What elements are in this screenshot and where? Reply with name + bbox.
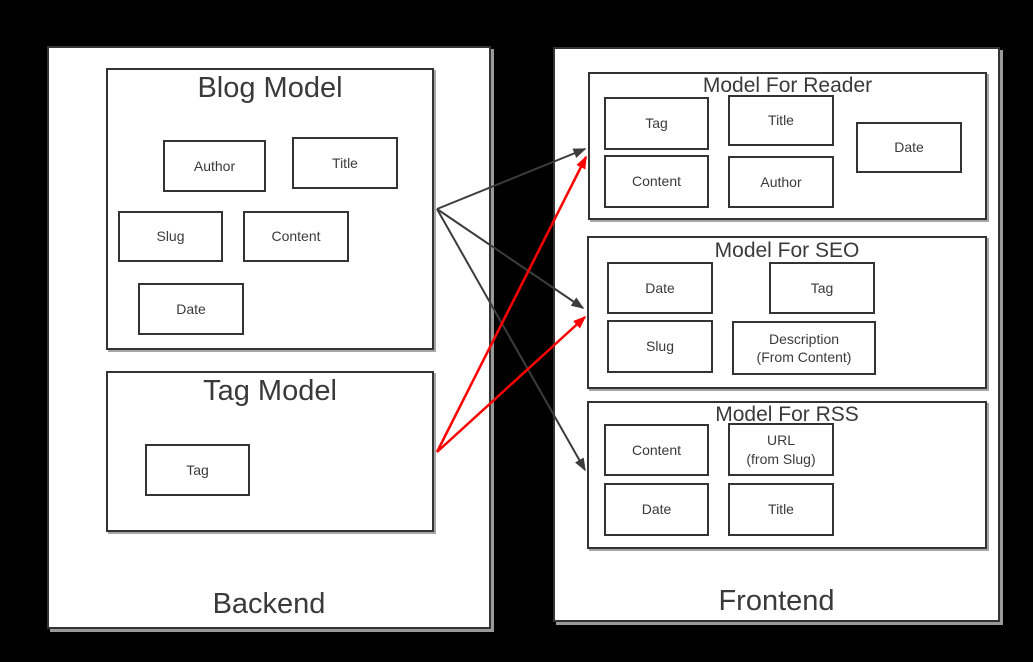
frontend-label: Frontend — [718, 585, 835, 617]
seo-field-date: Date — [607, 262, 713, 314]
blog-field-content-label: Content — [271, 228, 321, 245]
rss-field-date-label: Date — [641, 501, 672, 518]
reader-field-date: Date — [856, 122, 962, 173]
rss-model-title: Model For RSS — [715, 403, 859, 426]
seo-field-slug: Slug — [607, 320, 713, 373]
seo-field-tag-label: Tag — [810, 279, 834, 296]
blog-field-date: Date — [138, 283, 244, 335]
rss-field-url-label: URL — [766, 432, 795, 449]
seo-field-slug-label: Slug — [645, 338, 675, 355]
reader-field-tag: Tag — [604, 97, 709, 150]
reader-field-title-label: Title — [768, 112, 794, 129]
tag-model-title: Tag Model — [203, 375, 337, 407]
rss-field-url-sub: (from Slug) — [746, 450, 816, 467]
rss-field-content: Content — [604, 424, 709, 476]
blog-field-slug: Slug — [118, 211, 223, 262]
reader-field-date-label: Date — [894, 139, 924, 156]
seo-field-tag: Tag — [769, 262, 875, 314]
reader-field-author: Author — [728, 156, 834, 208]
rss-field-title-label: Title — [768, 501, 794, 518]
blog-field-date-label: Date — [176, 300, 206, 317]
tag-field-tag-label: Tag — [186, 461, 209, 478]
reader-field-title: Title — [728, 95, 834, 146]
reader-field-content: Content — [604, 155, 709, 208]
rss-field-title: Title — [728, 483, 834, 536]
blog-field-slug-label: Slug — [156, 228, 185, 245]
reader-model-title: Model For Reader — [702, 74, 873, 97]
blog-field-author-label: Author — [193, 157, 236, 174]
backend-label: Backend — [212, 588, 326, 620]
seo-field-date-label: Date — [645, 279, 675, 296]
blog-field-title-label: Title — [332, 154, 358, 171]
blog-field-content: Content — [243, 211, 349, 262]
seo-field-description-label: Description — [768, 330, 840, 347]
rss-field-content-label: Content — [631, 441, 682, 458]
blog-model-title: Blog Model — [197, 72, 343, 104]
seo-field-description: Description (From Content) — [732, 321, 876, 375]
seo-field-description-sub: (From Content) — [756, 349, 852, 365]
reader-field-author-label: Author — [760, 173, 802, 190]
reader-field-content-label: Content — [631, 173, 682, 190]
seo-model-title: Model For SEO — [714, 239, 860, 262]
tag-field-tag: Tag — [145, 444, 250, 496]
reader-field-tag-label: Tag — [645, 115, 668, 132]
rss-field-date: Date — [604, 483, 709, 536]
rss-field-url: URL (from Slug) — [728, 423, 834, 476]
blog-field-author: Author — [163, 140, 266, 192]
blog-field-title: Title — [292, 137, 398, 189]
